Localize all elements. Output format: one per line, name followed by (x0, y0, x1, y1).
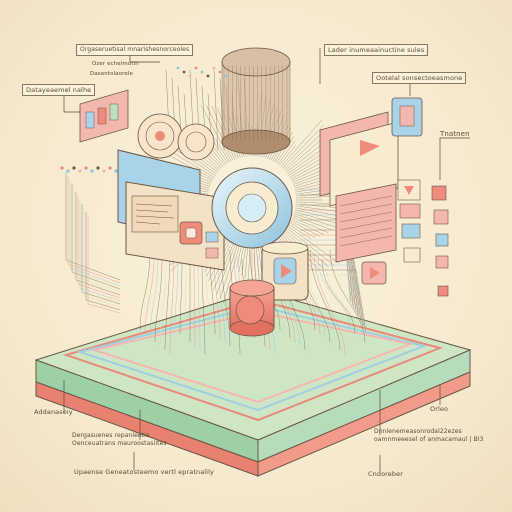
film-strip (79, 89, 129, 143)
right-label: Ootelal sonsectoeasmone (372, 72, 467, 84)
triangle-icon (370, 267, 380, 279)
right-panel-stack (319, 111, 399, 285)
bottom-right-label-2: Dnnlenemeasonrodal22ezes oamnmeeesel of … (374, 428, 484, 443)
play-icon (281, 264, 292, 278)
top-center-label: Orgaseruetisal mnarishesnorceoles (76, 44, 194, 56)
connector-dots (60, 66, 228, 173)
top-center-sub-label: Ozer echelmotin (92, 61, 139, 67)
top-center-sub2-label: Dasantolaorele (90, 71, 133, 77)
cylinder-drum (221, 47, 291, 155)
bottom-right-label-3: Cndoreber (368, 470, 403, 478)
red-cylinder (229, 279, 275, 337)
left-monitor-panel (117, 149, 225, 271)
bottom-left-label-3: Upaense Geneatosteemo vertl epratnalily (74, 468, 214, 476)
sphere-icon (211, 167, 293, 249)
lens-icon (137, 113, 215, 161)
left-label: Datayeaemel nalhe (22, 84, 96, 96)
bottom-right-label-1: Orleo (430, 405, 449, 413)
top-right-label: Lader inumeaainuctine sules (324, 44, 429, 56)
bottom-left-label-1: Addanaseiy (34, 408, 73, 416)
play-block (261, 241, 309, 301)
bottom-left-label-2: Dergasuenes repanleetie Oenceuatrans mau… (72, 432, 167, 447)
right-small-label: Tnatnen (440, 130, 470, 138)
right-tile-column (391, 97, 449, 297)
base-platform (34, 289, 472, 477)
